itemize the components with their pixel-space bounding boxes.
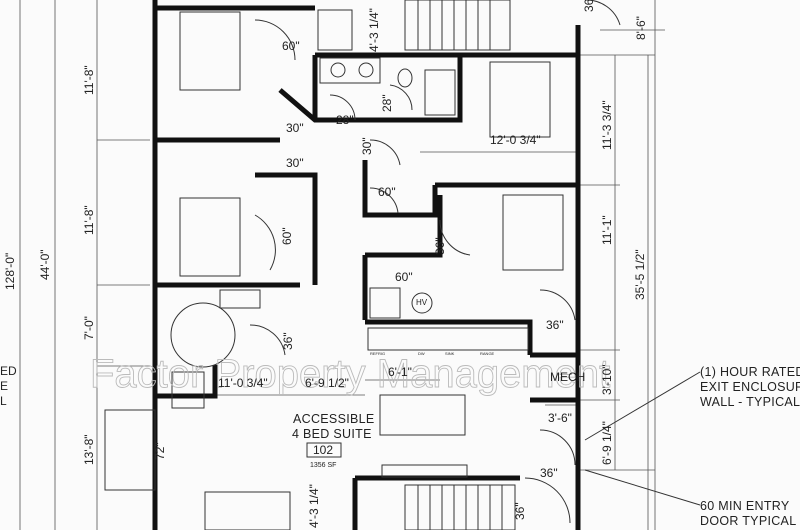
door-width: 30" <box>286 121 304 135</box>
dim-interior: 4'-3 1/4" <box>367 8 381 52</box>
door-width: 30" <box>286 156 304 170</box>
bed-3 <box>489 61 551 138</box>
door-width: 36" <box>582 0 596 12</box>
shower <box>424 69 456 116</box>
appliance-label: DW <box>418 351 425 356</box>
exit-wall-note: (1) HOUR RATED <box>700 365 800 379</box>
door-width: 36" <box>513 502 527 520</box>
door-swings <box>249 0 621 524</box>
dim-right: 11'-3 3/4" <box>600 100 614 150</box>
vanity <box>319 57 381 84</box>
toilet <box>397 68 413 88</box>
mech-label: MECH <box>550 370 585 384</box>
washer-dryer <box>171 371 205 409</box>
stairs <box>404 0 516 530</box>
door-width: 60" <box>280 227 294 245</box>
door-width: 28" <box>380 94 394 112</box>
furniture <box>104 9 564 530</box>
dim-right: 11'-1" <box>600 215 614 245</box>
dim-interior: 11'-0 3/4" <box>218 376 268 390</box>
unit-subtitle: 4 BED SUITE <box>292 427 372 441</box>
bed-4 <box>502 194 564 271</box>
bed-1 <box>179 11 241 91</box>
walls <box>152 0 581 530</box>
dim-interior: 3'-6" <box>548 411 572 425</box>
appliance-label: RANGE <box>480 351 495 356</box>
partial-note: ED <box>0 364 17 378</box>
watermark: Factor Property Management <box>90 352 610 396</box>
exit-wall-note: WALL - TYPICAL <box>700 395 800 409</box>
door-width: 60" <box>282 39 300 53</box>
unit-number: 102 <box>313 443 333 457</box>
partial-note: E <box>0 379 8 393</box>
door-width: 36" <box>281 332 295 350</box>
door-width: 36" <box>546 318 564 332</box>
mech-closet <box>369 287 401 319</box>
hv-label: HV <box>416 298 428 307</box>
door-width: 60" <box>378 185 396 199</box>
hv-unit <box>411 292 433 314</box>
leader-lines <box>584 371 701 506</box>
dim-left: 11'-8" <box>82 205 96 235</box>
dim-interior: 6'-1" <box>388 365 412 379</box>
door-width: 36" <box>433 237 447 255</box>
dim-interior: 6'-9 1/2" <box>305 376 349 390</box>
dim-left: 11'-8" <box>82 65 96 95</box>
unit-number-box <box>306 442 342 458</box>
dimension-lines <box>19 0 665 530</box>
kitchen-counter <box>367 327 529 351</box>
kitchen-island <box>379 394 466 436</box>
appliance-label: SINK <box>445 351 455 356</box>
balcony <box>104 409 156 491</box>
dim-interior: 4'-3 1/4" <box>307 484 321 528</box>
turning-circle <box>170 302 236 368</box>
unit-area: 1356 SF <box>310 462 336 469</box>
counter <box>381 464 468 478</box>
bed-2 <box>179 197 241 277</box>
dim-right: 35'-5 1/2" <box>633 249 647 300</box>
dim-right: 3'-10" <box>600 364 614 395</box>
dim-left: 7'-0" <box>82 316 96 340</box>
door-width: 72" <box>153 442 167 460</box>
sofa <box>204 491 291 530</box>
unit-title: ACCESSIBLE <box>293 412 375 426</box>
dim-interior: 12'-0 3/4" <box>490 133 541 147</box>
dim-overall: 128'-0" <box>3 253 17 290</box>
shower-2 <box>317 9 353 51</box>
exit-wall-note: EXIT ENCLOSURE <box>700 380 800 394</box>
door-width: 60" <box>395 270 413 284</box>
door-width: 30" <box>360 137 374 155</box>
dim-width: 44'-0" <box>38 249 52 280</box>
entry-door-note: 60 MIN ENTRY <box>700 499 790 513</box>
dim-right: 6'-9 1/4" <box>600 421 614 465</box>
partial-note: L <box>0 394 7 408</box>
door-width: 36" <box>540 466 558 480</box>
dim-right: 8'-6" <box>634 16 648 40</box>
door-width: 28" <box>336 113 354 127</box>
appliance-label: REFRIG <box>370 351 385 356</box>
entry-door-note: DOOR TYPICAL <box>700 514 796 528</box>
sink-counter <box>219 289 261 309</box>
dim-left: 13'-8" <box>82 434 96 465</box>
